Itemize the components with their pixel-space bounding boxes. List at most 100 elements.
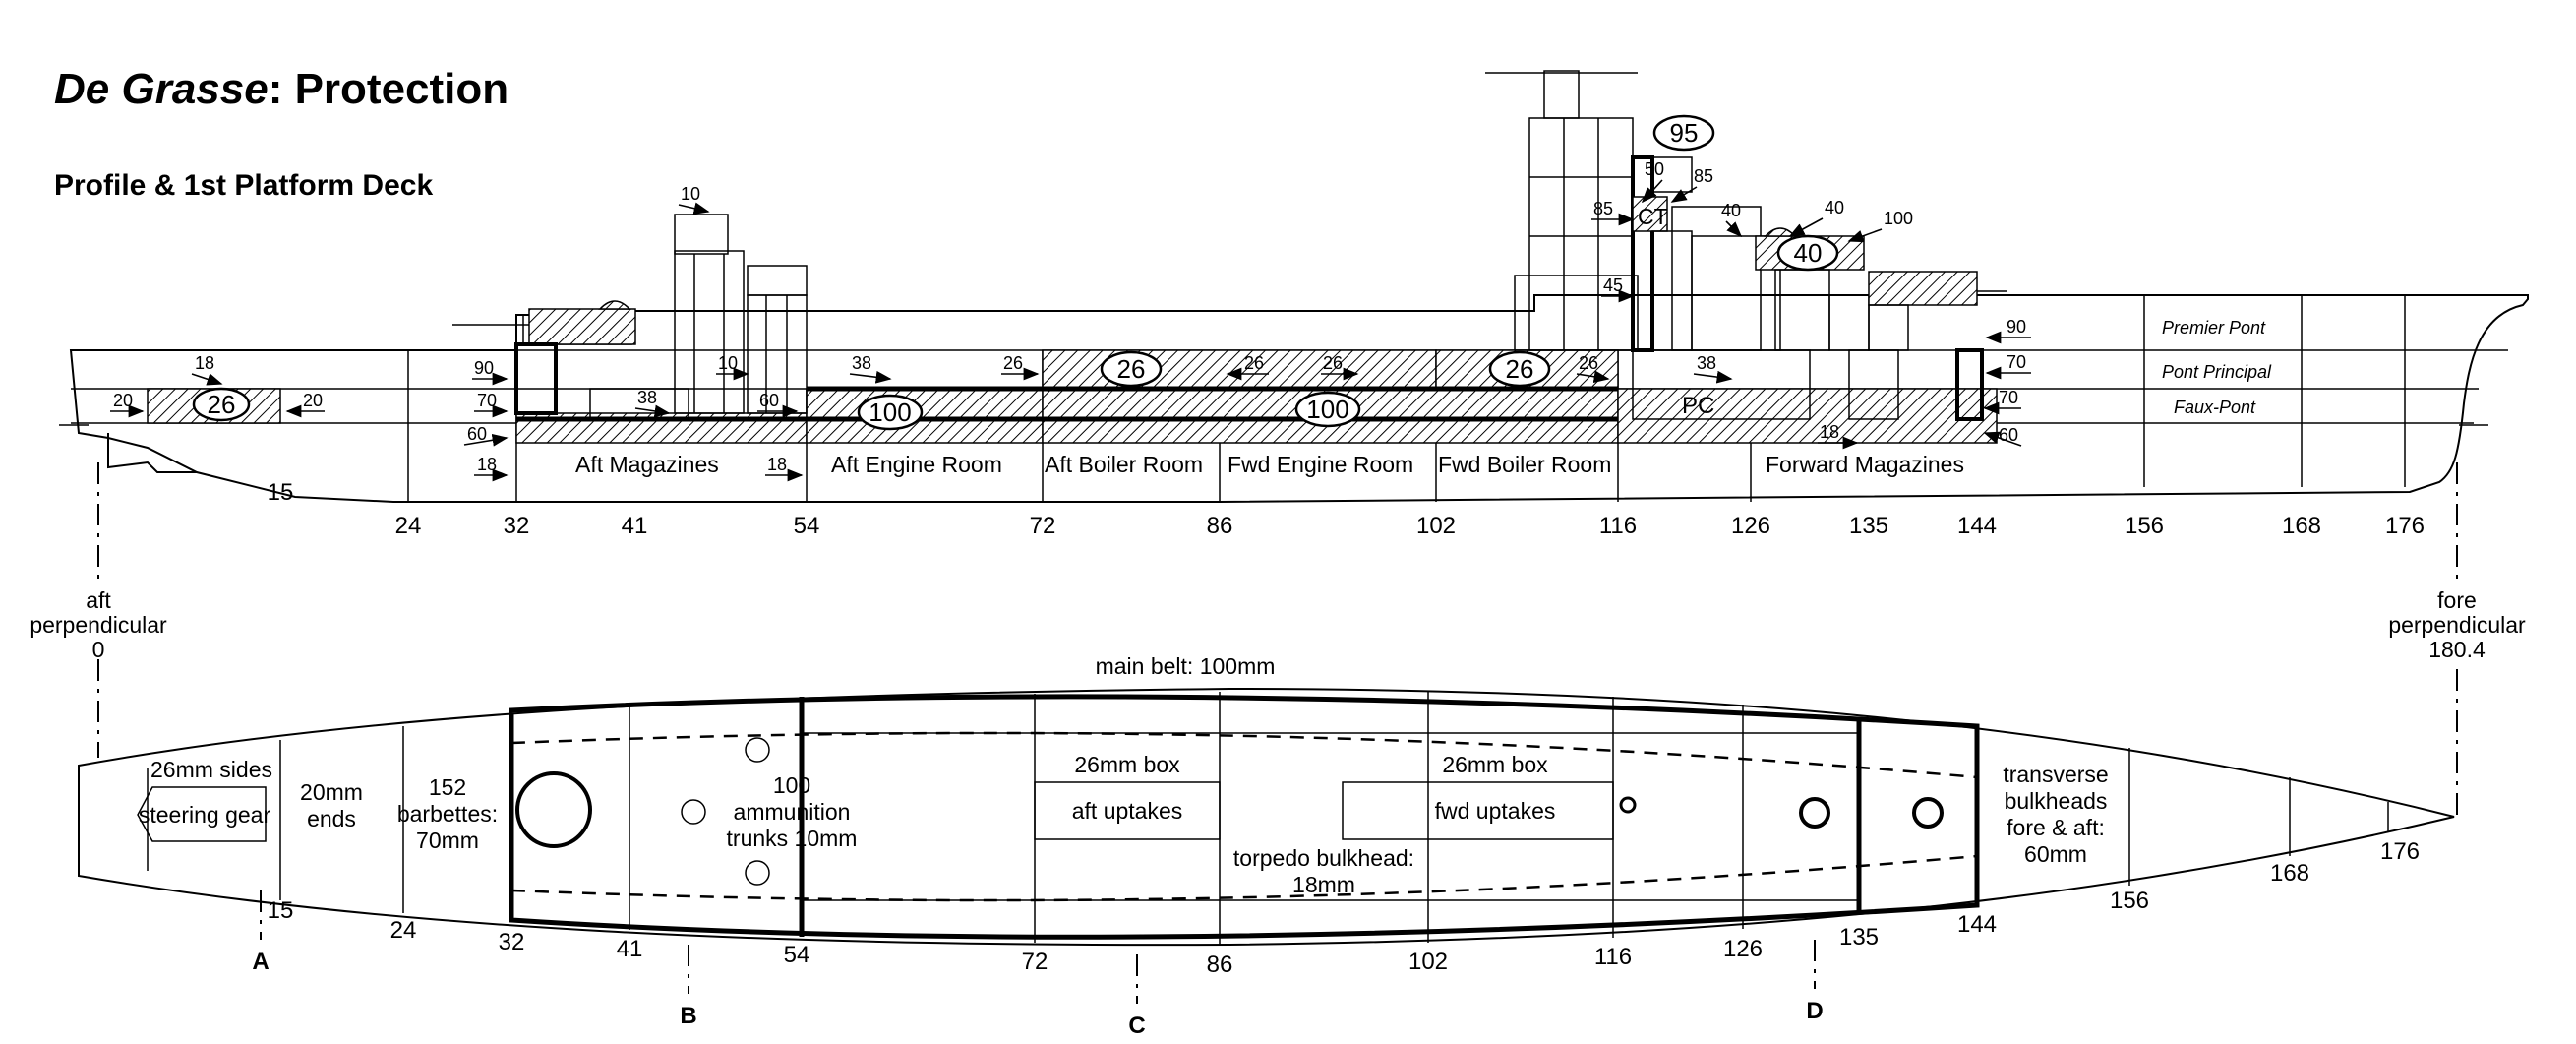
frame-number: 135 [1839,924,1879,951]
ammunition-trunks-label: ammunition [734,799,851,825]
aft-uptakes-label: aft uptakes [1072,798,1183,824]
armour-value: 90 [474,358,494,378]
frame-number: 72 [1030,513,1056,539]
frame-number: 72 [1022,949,1048,975]
profile-frame-numbers: 15 24 32 41 54 72 86 102 116 126 135 144… [268,479,2425,539]
frame-number: 32 [504,513,530,539]
barbettes-label: barbettes: [397,801,498,827]
compartment-label: Fwd Engine Room [1228,452,1413,477]
armour-value: 10 [681,184,700,204]
deck-label: Premier Pont [2162,318,2266,338]
section-marker: D [1806,998,1823,1024]
frame-number: 102 [1416,513,1456,539]
armour-value: 45 [1603,276,1623,295]
frame-number: 144 [1957,911,1997,938]
svg-text:180.4: 180.4 [2428,637,2486,662]
fwd-uptakes-label: fwd uptakes [1435,798,1556,824]
armour-value: 18 [1820,422,1839,442]
compartment-label: Forward Magazines [1766,452,1964,477]
barbettes-label: 152 [429,774,466,800]
armour-callouts: 18 20 20 90 70 60 18 10 38 10 60 38 18 2… [110,159,2031,482]
deck-label: Pont Principal [2162,362,2272,382]
compartment-label: Aft Magazines [575,452,719,477]
frame-number: 15 [268,479,294,506]
svg-text:fore: fore [2437,587,2477,613]
armour-value: 10 [718,353,738,373]
armour-value: 20 [303,391,323,410]
frame-number: 41 [622,513,648,539]
transverse-bulkheads-label: fore & aft: [2007,815,2105,840]
main-belt-label: main belt: 100mm [1096,653,1276,679]
armour-value: 18 [195,353,214,373]
armour-value: 40 [1721,201,1741,220]
frame-number: 15 [268,897,294,924]
armour-oval-label: 26 [208,390,236,419]
armour-value: 60 [759,391,779,410]
armour-oval-label: 100 [869,398,911,427]
plan-frame-numbers: 15 24 32 41 54 72 86 102 116 126 135 144… [268,838,2420,978]
frame-number: 32 [499,929,525,955]
armour-value: 26 [1003,353,1023,373]
armour-value: 40 [1825,198,1844,217]
diagram-subtitle: Profile & 1st Platform Deck [54,169,433,202]
armour-oval-label: 100 [1306,395,1348,424]
frame-number: 126 [1723,936,1763,962]
barbettes-label: 70mm [416,828,479,853]
frame-number: 135 [1849,513,1888,539]
frame-number: 156 [2110,888,2149,914]
armour-ovals: 26 100 26 100 26 95 40 [192,114,1839,431]
frame-number: 156 [2125,513,2164,539]
armour-value: 20 [113,391,133,410]
armour-value: 85 [1694,166,1713,186]
svg-text:0: 0 [92,637,105,662]
compartment-label: Aft Engine Room [831,452,1002,477]
torpedo-bulkhead-label: 18mm [1292,872,1355,897]
frame-number: 116 [1599,513,1637,539]
plan-view [78,687,2455,947]
armour-value: 26 [1323,353,1343,373]
armour-value: 100 [1884,209,1913,228]
fore-perpendicular-label: fore perpendicular 180.4 [2388,587,2526,662]
frame-number: 41 [617,936,643,962]
plan-labels: main belt: 100mm 26mm sides steering gea… [139,653,2109,897]
section-markers: A B C D [252,890,1824,1039]
armour-oval-label: 26 [1117,354,1146,384]
svg-text:perpendicular: perpendicular [30,612,167,638]
box-label: 26mm box [1442,752,1548,777]
sides-label: 26mm sides [150,757,272,782]
armour-value: 26 [1244,353,1264,373]
frame-number: 54 [784,942,810,968]
ammunition-trunks-label: 100 [773,772,810,798]
deck-names: Premier Pont Pont Principal Faux-Pont [2162,318,2272,417]
frame-number: 168 [2270,860,2309,887]
frame-number: 176 [2380,838,2420,865]
frame-number: 126 [1731,513,1770,539]
transverse-bulkheads-label: transverse [2003,762,2108,787]
diagram-title: De Grasse: Protection [54,65,509,113]
armour-value: 70 [1999,388,2018,407]
armour-value: 90 [2007,317,2026,337]
armour-value: 38 [852,353,871,373]
box-label: 26mm box [1074,752,1180,777]
profile-compartments: Aft Magazines Aft Engine Room Aft Boiler… [575,452,1964,477]
frame-number: 116 [1594,944,1632,970]
transverse-bulkheads-label: bulkheads [2005,788,2108,814]
armour-value: 50 [1645,159,1664,179]
armour-value: 38 [637,388,657,407]
armour-oval-label: 40 [1794,238,1823,268]
ammunition-trunks-label: trunks 10mm [727,826,858,851]
frame-number: 24 [395,513,422,539]
frame-number: 86 [1207,952,1233,978]
armour-oval-label: 95 [1670,118,1699,148]
compartment-label: Fwd Boiler Room [1438,452,1611,477]
section-marker: C [1128,1013,1145,1039]
torpedo-bulkhead-label: torpedo bulkhead: [1233,845,1414,871]
section-marker: B [680,1003,696,1029]
deck-label: Faux-Pont [2174,398,2256,417]
armour-value: 26 [1579,353,1598,373]
svg-text:aft: aft [86,587,111,613]
armour-value: 70 [2007,352,2026,372]
armour-value: 70 [477,391,497,410]
frame-number: 144 [1957,513,1997,539]
armour-value: 85 [1593,199,1613,218]
